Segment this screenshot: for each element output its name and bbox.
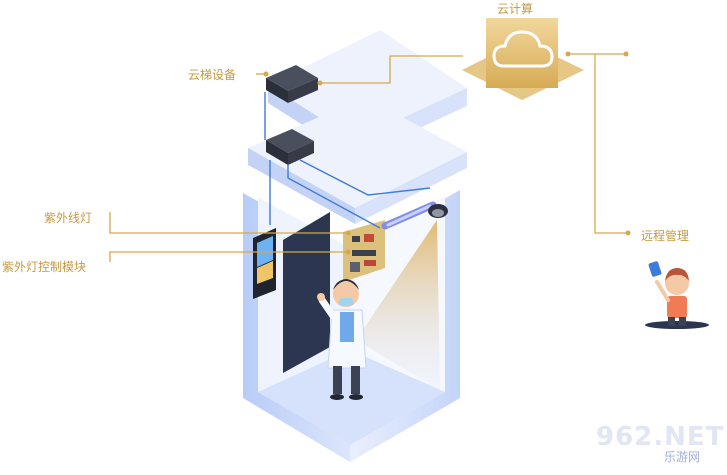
cloud-elevator-device-top: [266, 65, 318, 103]
label-remote-management: 远程管理: [641, 229, 690, 243]
watermark-badge: [590, 420, 722, 468]
cloud-computing-block: [462, 18, 584, 100]
label-uv-lamp: 紫外线灯: [44, 211, 93, 225]
watermark-text: 962.NET: [596, 422, 725, 452]
uv-lamp-tube: [381, 201, 448, 230]
display-panel: [253, 228, 276, 299]
watermark-subtext: 乐游网: [664, 450, 701, 464]
uv-light-beam: [356, 220, 440, 390]
uv-control-module-board: [343, 220, 385, 282]
leader-dots: [263, 51, 631, 255]
remote-user-figure: [645, 261, 709, 329]
cloud-elevator-device-lower: [266, 129, 314, 165]
elevator-door: [283, 212, 330, 373]
connection-lines: [264, 92, 431, 229]
leader-lines: [109, 53, 628, 262]
label-uv-control-module: 紫外灯控制模块: [2, 260, 87, 274]
label-cloud-computing: 云计算: [497, 2, 534, 16]
label-cloud-elevator-device: 云梯设备: [188, 68, 237, 82]
doctor-figure: [317, 279, 367, 400]
